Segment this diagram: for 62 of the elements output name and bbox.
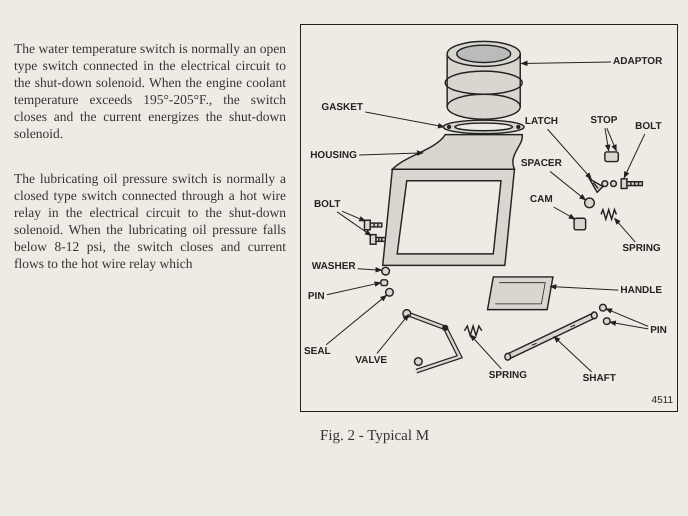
leader-line bbox=[547, 128, 592, 180]
leader-line bbox=[341, 210, 366, 222]
leader-line bbox=[326, 281, 382, 296]
figure-caption: Fig. 2 - Typical M bbox=[320, 428, 430, 445]
leader-line bbox=[553, 336, 592, 372]
gasket-drawing bbox=[442, 119, 525, 134]
part-label: STOP bbox=[590, 115, 618, 128]
bent-rod-drawing bbox=[402, 308, 464, 374]
leader-line bbox=[470, 334, 502, 370]
leader-line bbox=[550, 170, 586, 200]
part-label: BOLT bbox=[635, 120, 662, 133]
shaft-drawing bbox=[504, 311, 598, 361]
spring-drawing bbox=[464, 323, 482, 338]
leader-line bbox=[553, 206, 576, 220]
pin-drawing bbox=[602, 317, 611, 326]
part-label: LATCH bbox=[524, 116, 558, 128]
leader-line bbox=[624, 133, 646, 179]
part-label: PIN bbox=[308, 291, 325, 304]
figure-number: 4511 bbox=[652, 394, 674, 407]
leader-line bbox=[364, 112, 445, 128]
part-label: SPRING bbox=[622, 243, 661, 256]
leader-line bbox=[605, 308, 649, 327]
latch-drawing bbox=[588, 176, 604, 194]
spring-drawing bbox=[600, 207, 618, 222]
leader-line bbox=[326, 294, 388, 346]
part-label: HANDLE bbox=[620, 285, 662, 298]
part-label: SHAFT bbox=[582, 372, 616, 385]
body-paragraph: The water temperature switch is normally an open type switch connected in the electrical circuit to the shut-down solenoid. When the engine coolant temperature exceeds 195°-205°F., the switch closes and the current energizes the shut-down solenoid. bbox=[14, 40, 286, 142]
housing-drawing bbox=[382, 134, 523, 266]
part-label: ADAPTOR bbox=[613, 56, 662, 68]
leader-line bbox=[549, 284, 619, 291]
leader-line bbox=[520, 60, 612, 66]
bolt-drawing bbox=[364, 219, 382, 231]
leader-line bbox=[614, 218, 636, 243]
part-label: SPRING bbox=[488, 370, 528, 382]
body-paragraph: The lubricating oil pressure switch is normally a closed type switch connected through a hot wire relay in the electrical circuit to the shut-down solenoid. When the lubricating oil pressure falls below 8-12 psi, the switch closes and current flows to the hot wire relay which bbox=[14, 170, 286, 272]
pin-drawing bbox=[380, 279, 388, 286]
leader-line bbox=[357, 267, 382, 273]
part-label: BOLT bbox=[314, 198, 340, 211]
seal-drawing bbox=[384, 288, 394, 297]
plate-drawing bbox=[486, 276, 554, 310]
part-label: WASHER bbox=[312, 261, 356, 274]
leader-line bbox=[604, 128, 610, 152]
stop-drawing bbox=[604, 151, 620, 162]
spacer-drawing bbox=[584, 197, 595, 208]
bolt-drawing bbox=[601, 178, 644, 190]
leader-line bbox=[376, 314, 410, 354]
cam-drawing bbox=[573, 218, 586, 231]
washer-drawing bbox=[381, 266, 390, 276]
leader-line bbox=[608, 320, 649, 330]
leader-line bbox=[358, 150, 424, 156]
part-label: CAM bbox=[530, 194, 553, 206]
part-label: PIN bbox=[650, 324, 667, 337]
leader-line bbox=[606, 128, 617, 152]
cylinder-drawing bbox=[444, 40, 523, 120]
part-label: SPACER bbox=[520, 158, 562, 170]
part-label: GASKET bbox=[321, 102, 364, 114]
leader-line bbox=[336, 211, 372, 236]
pin-drawing bbox=[598, 304, 607, 312]
part-label: VALVE bbox=[355, 354, 388, 367]
part-label: HOUSING bbox=[310, 150, 357, 162]
part-label: SEAL bbox=[304, 346, 331, 358]
